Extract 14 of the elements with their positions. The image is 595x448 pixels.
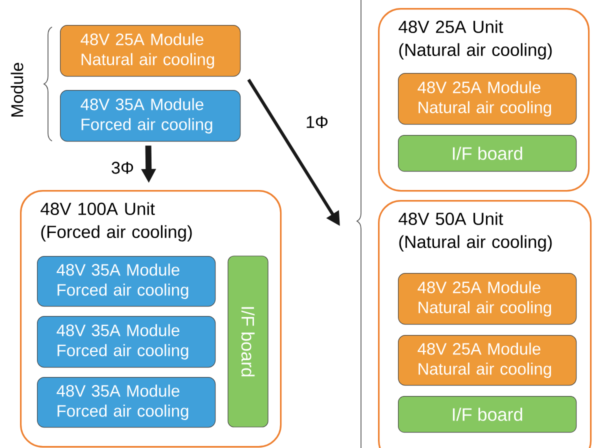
- board-box: I/F board: [228, 256, 268, 428]
- module-box: 48V 25A Module Natural air cooling: [60, 25, 241, 77]
- edge-label: 3Φ: [110, 160, 136, 175]
- edge-label: 1Φ: [304, 115, 330, 129]
- module-box: 48V 35A Module Forced air cooling: [37, 377, 216, 428]
- module-box: 48V 25A Module Natural air cooling: [398, 335, 577, 386]
- module-box: 48V 35A Module Forced air cooling: [37, 316, 216, 368]
- module-box: 48V 25A Module Natural air cooling: [398, 73, 577, 125]
- module-box: 48V 25A Module Natural air cooling: [398, 273, 577, 325]
- board-box: I/F board: [398, 135, 577, 172]
- board-box: I/F board: [398, 396, 577, 433]
- axis-label: Module: [10, 62, 24, 116]
- module-box: 48V 35A Module Forced air cooling: [37, 256, 216, 307]
- module-box: 48V 35A Module Forced air cooling: [60, 90, 241, 142]
